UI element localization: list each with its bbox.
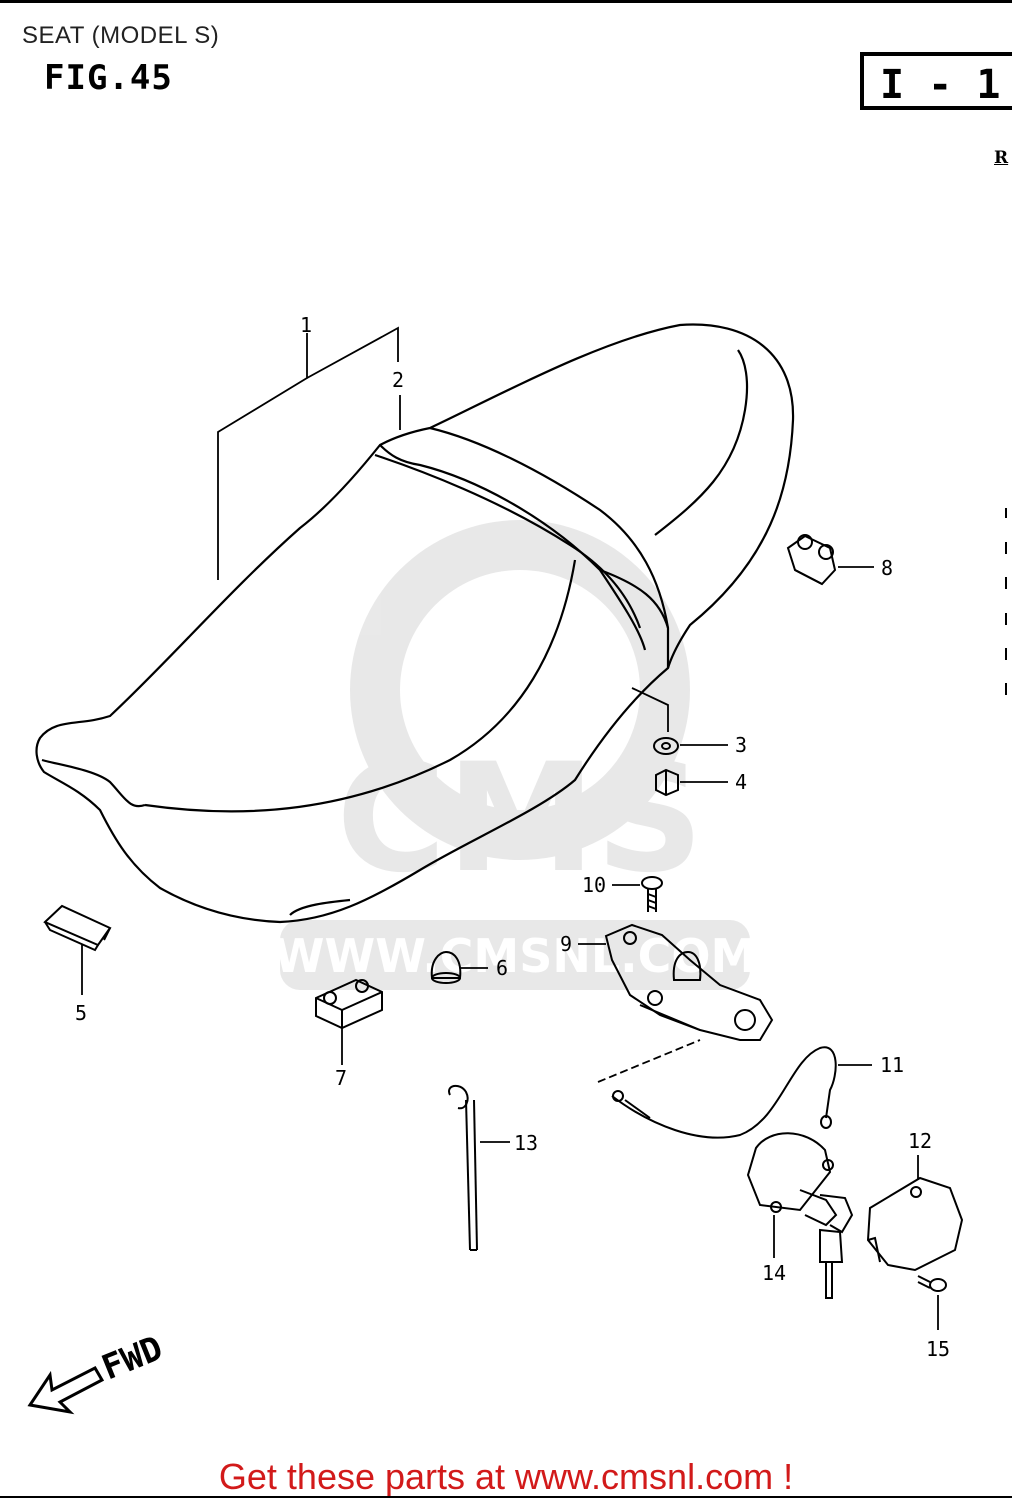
footer-link[interactable]: Get these parts at www.cmsnl.com ! <box>218 1456 794 1497</box>
callout-12: 12 <box>908 1129 932 1153</box>
page-title: SEAT (MODEL S) <box>22 22 220 49</box>
callout-15: 15 <box>926 1337 950 1361</box>
callout-6: 6 <box>496 956 508 980</box>
seat-outline <box>35 323 795 924</box>
edge-text: R <box>994 148 1009 168</box>
part-12-cover <box>866 1176 964 1272</box>
part-9-seat-lock <box>604 923 774 1041</box>
part-13-strap <box>448 1084 478 1251</box>
bottom-border <box>0 1496 1012 1498</box>
watermark-banner <box>280 920 750 990</box>
fwd-arrow-icon <box>27 1366 105 1415</box>
callout-5: 5 <box>75 1001 87 1025</box>
callout-14: 14 <box>762 1261 786 1285</box>
callout-8: 8 <box>881 556 893 580</box>
part-7-bracket <box>315 978 383 1030</box>
callout-2: 2 <box>392 368 404 392</box>
part-10-screw <box>641 876 663 912</box>
part-6-cap <box>430 950 462 984</box>
part-3-washer <box>653 737 679 755</box>
callout-9: 9 <box>560 932 572 956</box>
watermark-url: WWW.CMSNL.COM <box>274 929 757 983</box>
fwd-label: FWD <box>96 1328 168 1388</box>
watermark-logo: CMS WWW.CMSNL.COM <box>274 520 757 990</box>
leader-lines <box>81 326 939 1330</box>
callout-10: 10 <box>582 873 606 897</box>
callout-4: 4 <box>735 770 747 794</box>
section-label: I - 1 <box>880 62 1001 108</box>
part-15-bolt <box>917 1275 947 1292</box>
callout-7: 7 <box>335 1066 347 1090</box>
figure-number: FIG.45 <box>44 58 173 98</box>
watermark-circle <box>350 520 690 860</box>
part-4-nut <box>655 768 679 797</box>
callout-3: 3 <box>735 733 747 757</box>
part-11-cable <box>611 1046 837 1139</box>
callout-11: 11 <box>880 1053 904 1077</box>
part-14-lock-set <box>746 1132 854 1299</box>
top-border <box>0 0 1012 3</box>
callout-13: 13 <box>514 1131 538 1155</box>
callout-1: 1 <box>300 313 312 337</box>
watermark-text: CMS <box>336 732 703 906</box>
watermark-inner-circle <box>400 570 640 810</box>
callout-numbers: 1 2 3 4 5 6 7 8 9 10 11 12 13 14 15 <box>75 313 950 1361</box>
part-8-damper <box>786 534 837 586</box>
part-5-cushion <box>43 904 112 952</box>
section-box <box>860 52 1012 110</box>
